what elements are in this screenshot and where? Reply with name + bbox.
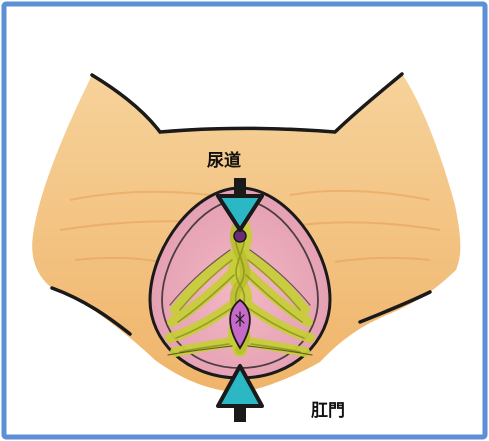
urethra-label: 尿道 xyxy=(207,146,241,171)
anus-label: 肛門 xyxy=(311,396,345,421)
